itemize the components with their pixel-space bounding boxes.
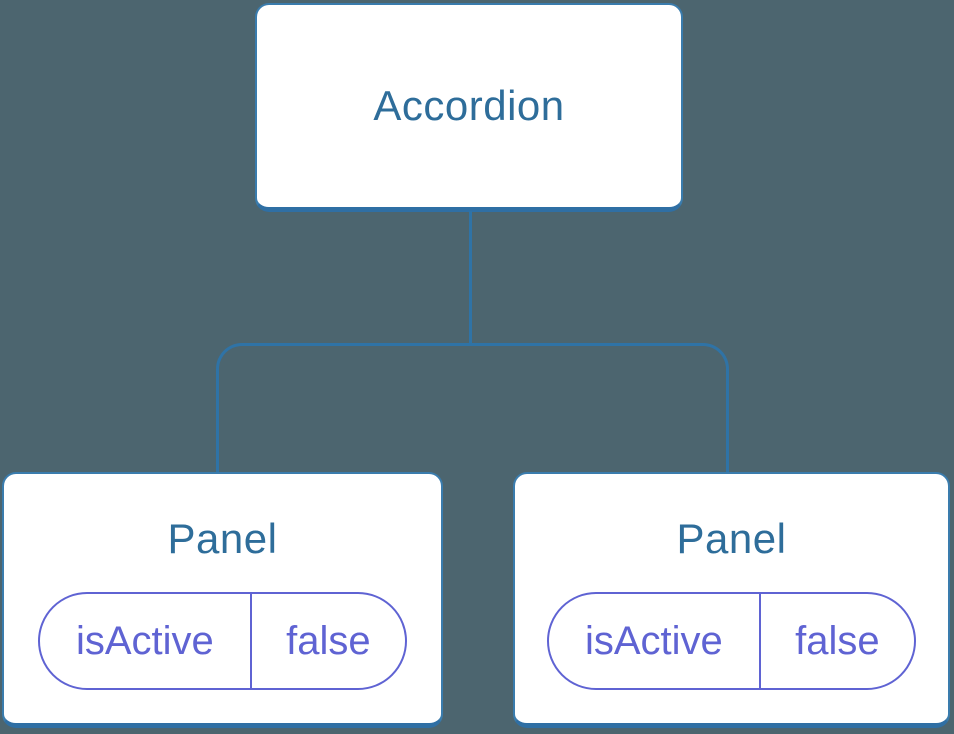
state-key: isActive [40,594,252,688]
state-value: false [795,618,880,663]
connector-stem [469,211,472,346]
tree-node-accordion: Accordion [255,3,683,212]
state-value: false [286,618,371,663]
tree-node-panel-right: Panel isActive false [513,472,950,728]
state-key: isActive [549,594,761,688]
connector-bracket [216,343,729,472]
panel-node-label: Panel [167,515,278,562]
tree-node-panel-left: Panel isActive false [2,472,443,728]
accordion-node-label: Accordion [373,82,565,129]
state-pill: isActive false [547,592,916,690]
panel-node-label: Panel [676,515,787,562]
state-pill: isActive false [38,592,407,690]
